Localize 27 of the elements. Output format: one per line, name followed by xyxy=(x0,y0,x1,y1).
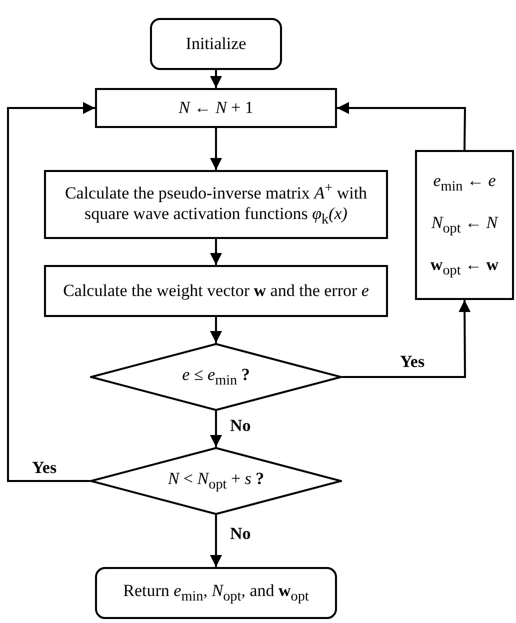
process-box xyxy=(95,88,337,128)
process-box xyxy=(415,150,514,300)
arrow xyxy=(210,239,222,265)
decision-diamond xyxy=(90,343,342,411)
node-text: e ≤ e$_{min}$ ? xyxy=(182,364,250,390)
assignment-text: w$_{opt}$ ← w xyxy=(429,254,500,280)
arrow xyxy=(210,70,222,88)
node-text: Initialize xyxy=(184,33,248,55)
process-box xyxy=(44,170,388,239)
assignment-text: N$_{opt}$ ← N xyxy=(430,212,500,238)
arrow xyxy=(210,411,222,447)
arrow xyxy=(342,300,471,378)
node-text: Calculate the weight vector w and the error e xyxy=(62,280,370,302)
node-text: Return e$_{min}$, N$_{opt}$, and w$_{opt}$ xyxy=(122,580,310,606)
process-box xyxy=(44,265,388,317)
arrow xyxy=(210,515,222,567)
assignment-text: e$_{min}$ ← e xyxy=(432,170,497,196)
terminal-box xyxy=(95,567,337,619)
arrow xyxy=(210,317,222,343)
terminal-box xyxy=(150,18,282,70)
node-text: N ← N + 1 xyxy=(178,97,254,119)
node-text: Calculate the pseudo-inverse matrix A$^{+}$ with square wave activation functions φ$_{k}$(x) xyxy=(64,180,368,230)
decision-diamond xyxy=(90,447,342,515)
node-text: N < N$_{opt}$ + s ? xyxy=(168,468,264,494)
arrow xyxy=(210,128,222,170)
arrow xyxy=(337,102,466,150)
arrow xyxy=(7,102,95,482)
